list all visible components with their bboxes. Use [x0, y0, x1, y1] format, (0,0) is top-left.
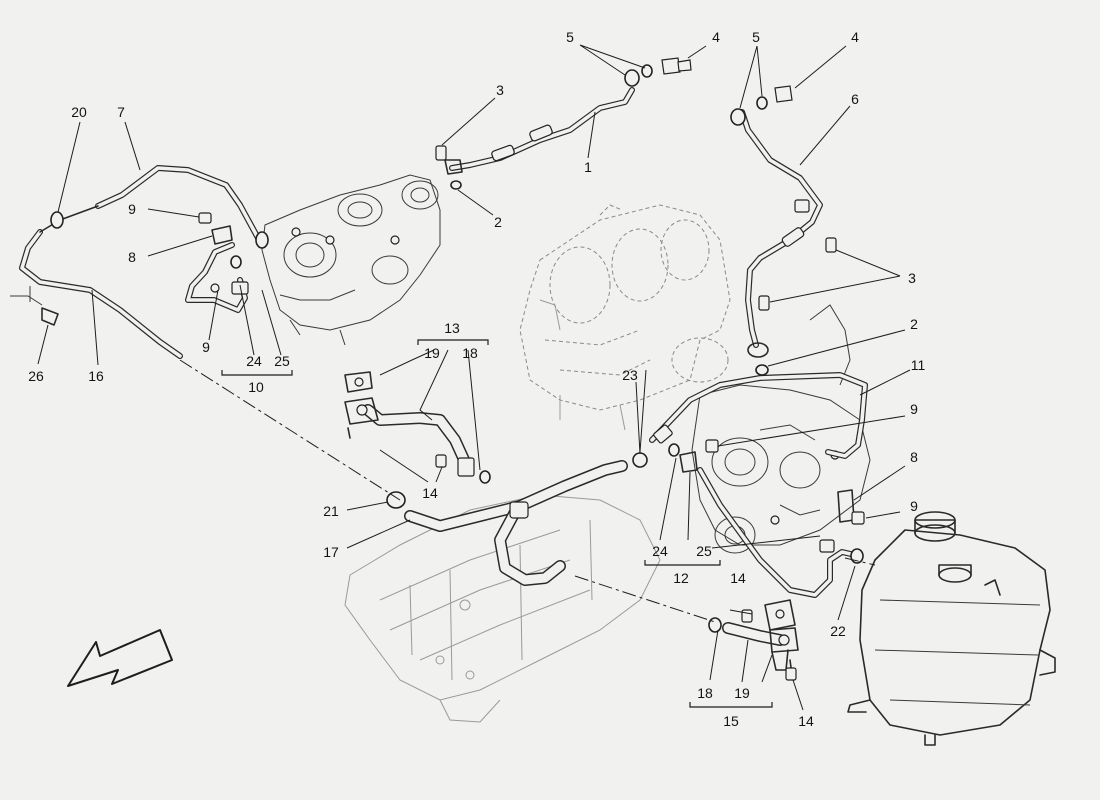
pipe-10-assembly — [185, 242, 249, 313]
callout-25-left: 25 — [274, 353, 290, 369]
bracket-12 — [679, 451, 698, 473]
callout-8-left: 8 — [128, 249, 136, 265]
ring-21 — [386, 491, 406, 509]
callout-25-right: 25 — [696, 543, 712, 559]
right-turbocharger — [691, 304, 871, 554]
callout-2-right: 2 — [910, 316, 918, 332]
oil-sump-outline — [344, 494, 661, 723]
hose-13-assembly — [344, 371, 475, 477]
callout-24-right: 24 — [652, 543, 668, 559]
callout-19-centre: 19 — [424, 345, 440, 361]
leader-lines — [37, 44, 911, 711]
callout-20: 20 — [71, 104, 87, 120]
callout-3-right: 3 — [908, 270, 916, 286]
callout-13: 13 — [444, 320, 460, 336]
left-turbocharger — [261, 174, 441, 346]
ring-5a — [624, 69, 640, 87]
callout-9-right-b: 9 — [910, 498, 918, 514]
expansion-tank — [847, 511, 1056, 746]
ring-2-right — [755, 364, 769, 376]
callout-21: 21 — [323, 503, 339, 519]
ring-2-top — [450, 180, 462, 190]
callout-labels: 20 7 9 8 9 24 25 10 16 26 3 1 2 5 4 5 4 … — [28, 29, 925, 729]
pipe-1 — [444, 87, 635, 175]
bolt-14-bottom-upper — [741, 609, 753, 623]
callout-9-right-a: 9 — [910, 401, 918, 417]
callout-12: 12 — [673, 570, 689, 586]
callout-18-bottom: 18 — [697, 685, 713, 701]
front-direction-arrow-icon — [67, 629, 173, 687]
ring-left-mid — [230, 255, 242, 269]
ring-18-centre — [479, 470, 491, 484]
ring-18-bottom — [708, 617, 722, 633]
pipe-6 — [739, 109, 823, 358]
callout-14-bottom: 14 — [798, 713, 814, 729]
callout-17: 17 — [323, 544, 339, 560]
bolt-3-top — [435, 145, 447, 161]
callout-26: 26 — [28, 368, 44, 384]
callout-7: 7 — [117, 104, 125, 120]
ring-5d — [756, 96, 768, 110]
callout-14-centre: 14 — [422, 485, 438, 501]
callout-5-right: 5 — [752, 29, 760, 45]
bolt-9-right-lower — [851, 511, 865, 525]
callout-19-bottom: 19 — [734, 685, 750, 701]
bolt-3-right-b — [758, 295, 770, 311]
callout-4-right: 4 — [851, 29, 859, 45]
callout-9-left-b: 9 — [202, 339, 210, 355]
pipe-11 — [649, 372, 868, 459]
bolt-3-right-a — [825, 237, 837, 253]
bolt-4-top — [661, 57, 681, 75]
callout-5-top: 5 — [566, 29, 574, 45]
bolt-9-right-upper — [705, 439, 719, 453]
ring-22 — [850, 548, 864, 564]
callout-10: 10 — [248, 379, 264, 395]
hose-15-assembly — [722, 599, 799, 676]
pipe-7 — [95, 165, 261, 241]
bolt-14-bottom — [785, 667, 797, 681]
callout-3-top: 3 — [496, 82, 504, 98]
ring-20 — [50, 211, 64, 229]
bolt-4-right — [774, 85, 793, 103]
ring-left-turbo — [255, 231, 269, 249]
callout-15: 15 — [723, 713, 739, 729]
callout-11: 11 — [911, 357, 926, 373]
hose-17 — [404, 460, 628, 586]
callout-16: 16 — [88, 368, 104, 384]
callout-24-left: 24 — [246, 353, 262, 369]
callout-6: 6 — [851, 91, 859, 107]
callout-22: 22 — [830, 623, 846, 639]
engine-block-outline — [519, 204, 731, 431]
ring-5b — [641, 64, 653, 78]
callout-23: 23 — [622, 367, 638, 383]
bracket-8-left — [211, 225, 233, 245]
ring-23 — [632, 452, 648, 468]
pipe-16-bracket — [10, 286, 43, 306]
fittings — [50, 57, 865, 681]
pipe-22 — [697, 467, 858, 598]
callout-18-centre: 18 — [462, 345, 478, 361]
ring-5c — [730, 108, 746, 126]
callout-4-top: 4 — [712, 29, 720, 45]
group-brackets — [221, 339, 773, 708]
callout-8-right: 8 — [910, 449, 918, 465]
ring-24-right — [668, 443, 680, 457]
callout-1: 1 — [584, 159, 592, 175]
clip-26 — [41, 307, 59, 326]
callout-9-left-a: 9 — [128, 201, 136, 217]
bolt-9-left-upper — [198, 212, 212, 224]
callout-14-bottom-upper: 14 — [730, 570, 746, 586]
bolt-14-centre — [435, 454, 447, 468]
routing-lines — [179, 359, 876, 623]
callout-2-top: 2 — [494, 214, 502, 230]
